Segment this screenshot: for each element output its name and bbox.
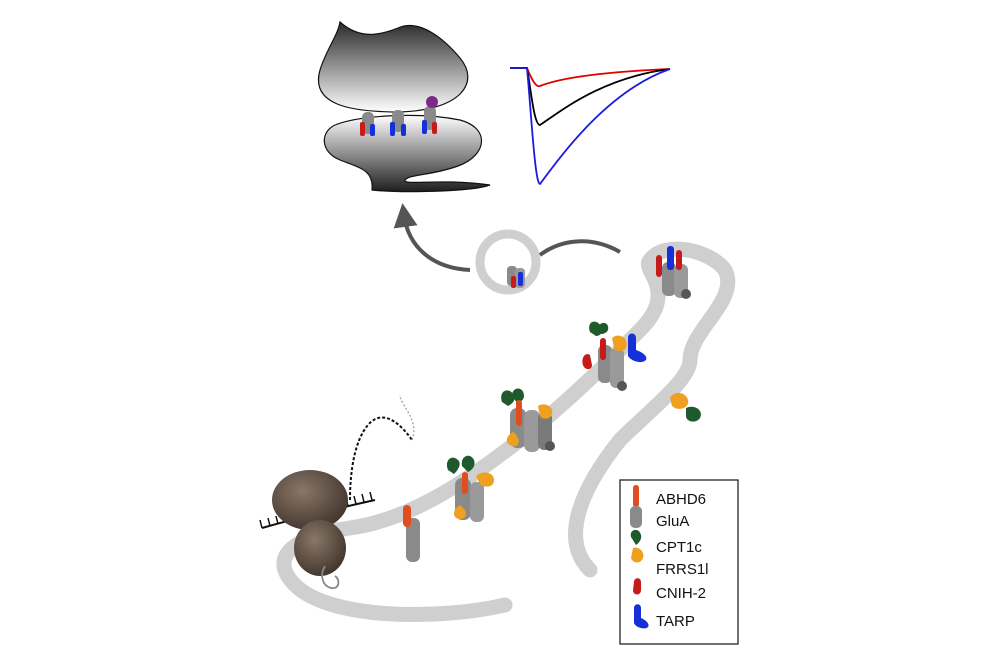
ribosome	[259, 394, 415, 590]
glua-subunit-icon	[630, 506, 642, 528]
glua-dimer-with-cpt1c-frrs1l	[446, 455, 494, 522]
legend-label-abhd6: ABHD6	[656, 491, 706, 508]
synapse	[317, 20, 491, 193]
ribosome-small-subunit	[294, 520, 346, 576]
transport-vesicle	[475, 229, 541, 295]
free-cpt1c-frrs1l-complex	[670, 392, 701, 422]
glua-tetramer-with-cpt1c-frrs1l-cnih2	[582, 321, 627, 391]
legend-label-glua: GluA	[656, 513, 689, 530]
mrna-tail	[349, 416, 413, 501]
abhd6-subunit-icon	[633, 485, 639, 507]
legend-label-tarp: TARP	[656, 613, 695, 630]
er-membrane	[276, 241, 736, 622]
legend: ABHD6 GluA CPT1c FRRS1l CNIH-2 TARP	[619, 479, 739, 645]
cpt1c-subunit-icon	[630, 529, 642, 545]
trace-tarp	[510, 67, 671, 185]
ribosome-large-subunit	[272, 470, 348, 530]
trace-control	[510, 67, 671, 126]
postsynaptic-spine	[323, 114, 491, 193]
epsc-traces	[510, 67, 671, 185]
trace-cnih2	[510, 67, 671, 88]
legend-label-frrs1l: FRRS1l	[656, 561, 709, 578]
presynaptic-terminal	[317, 20, 469, 113]
synaptic-receptor-glua-cnih2	[422, 96, 438, 134]
tarp-subunit-icon	[634, 604, 649, 629]
legend-label-cpt1c: CPT1c	[656, 539, 702, 556]
frrs1l-subunit-icon	[631, 547, 644, 563]
glua-tetramer-with-cpt1c-frrs1l	[501, 388, 555, 452]
glua-tetramer-with-cnih2-tarp	[656, 246, 691, 299]
mrna-fading-end	[399, 394, 415, 441]
legend-label-cnih2: CNIH-2	[656, 585, 706, 602]
glua-monomer-with-abhd6	[403, 505, 420, 562]
free-tarp-subunit	[628, 333, 647, 363]
er-to-vesicle-arrow	[538, 239, 621, 257]
nascent-chain	[321, 565, 340, 590]
synaptic-receptor-glua-abhd6	[360, 112, 375, 136]
vesicle-to-synapse-arrow	[393, 203, 471, 272]
synaptic-receptor-glua-tarp	[390, 110, 406, 136]
cnih2-subunit-icon	[633, 578, 641, 595]
